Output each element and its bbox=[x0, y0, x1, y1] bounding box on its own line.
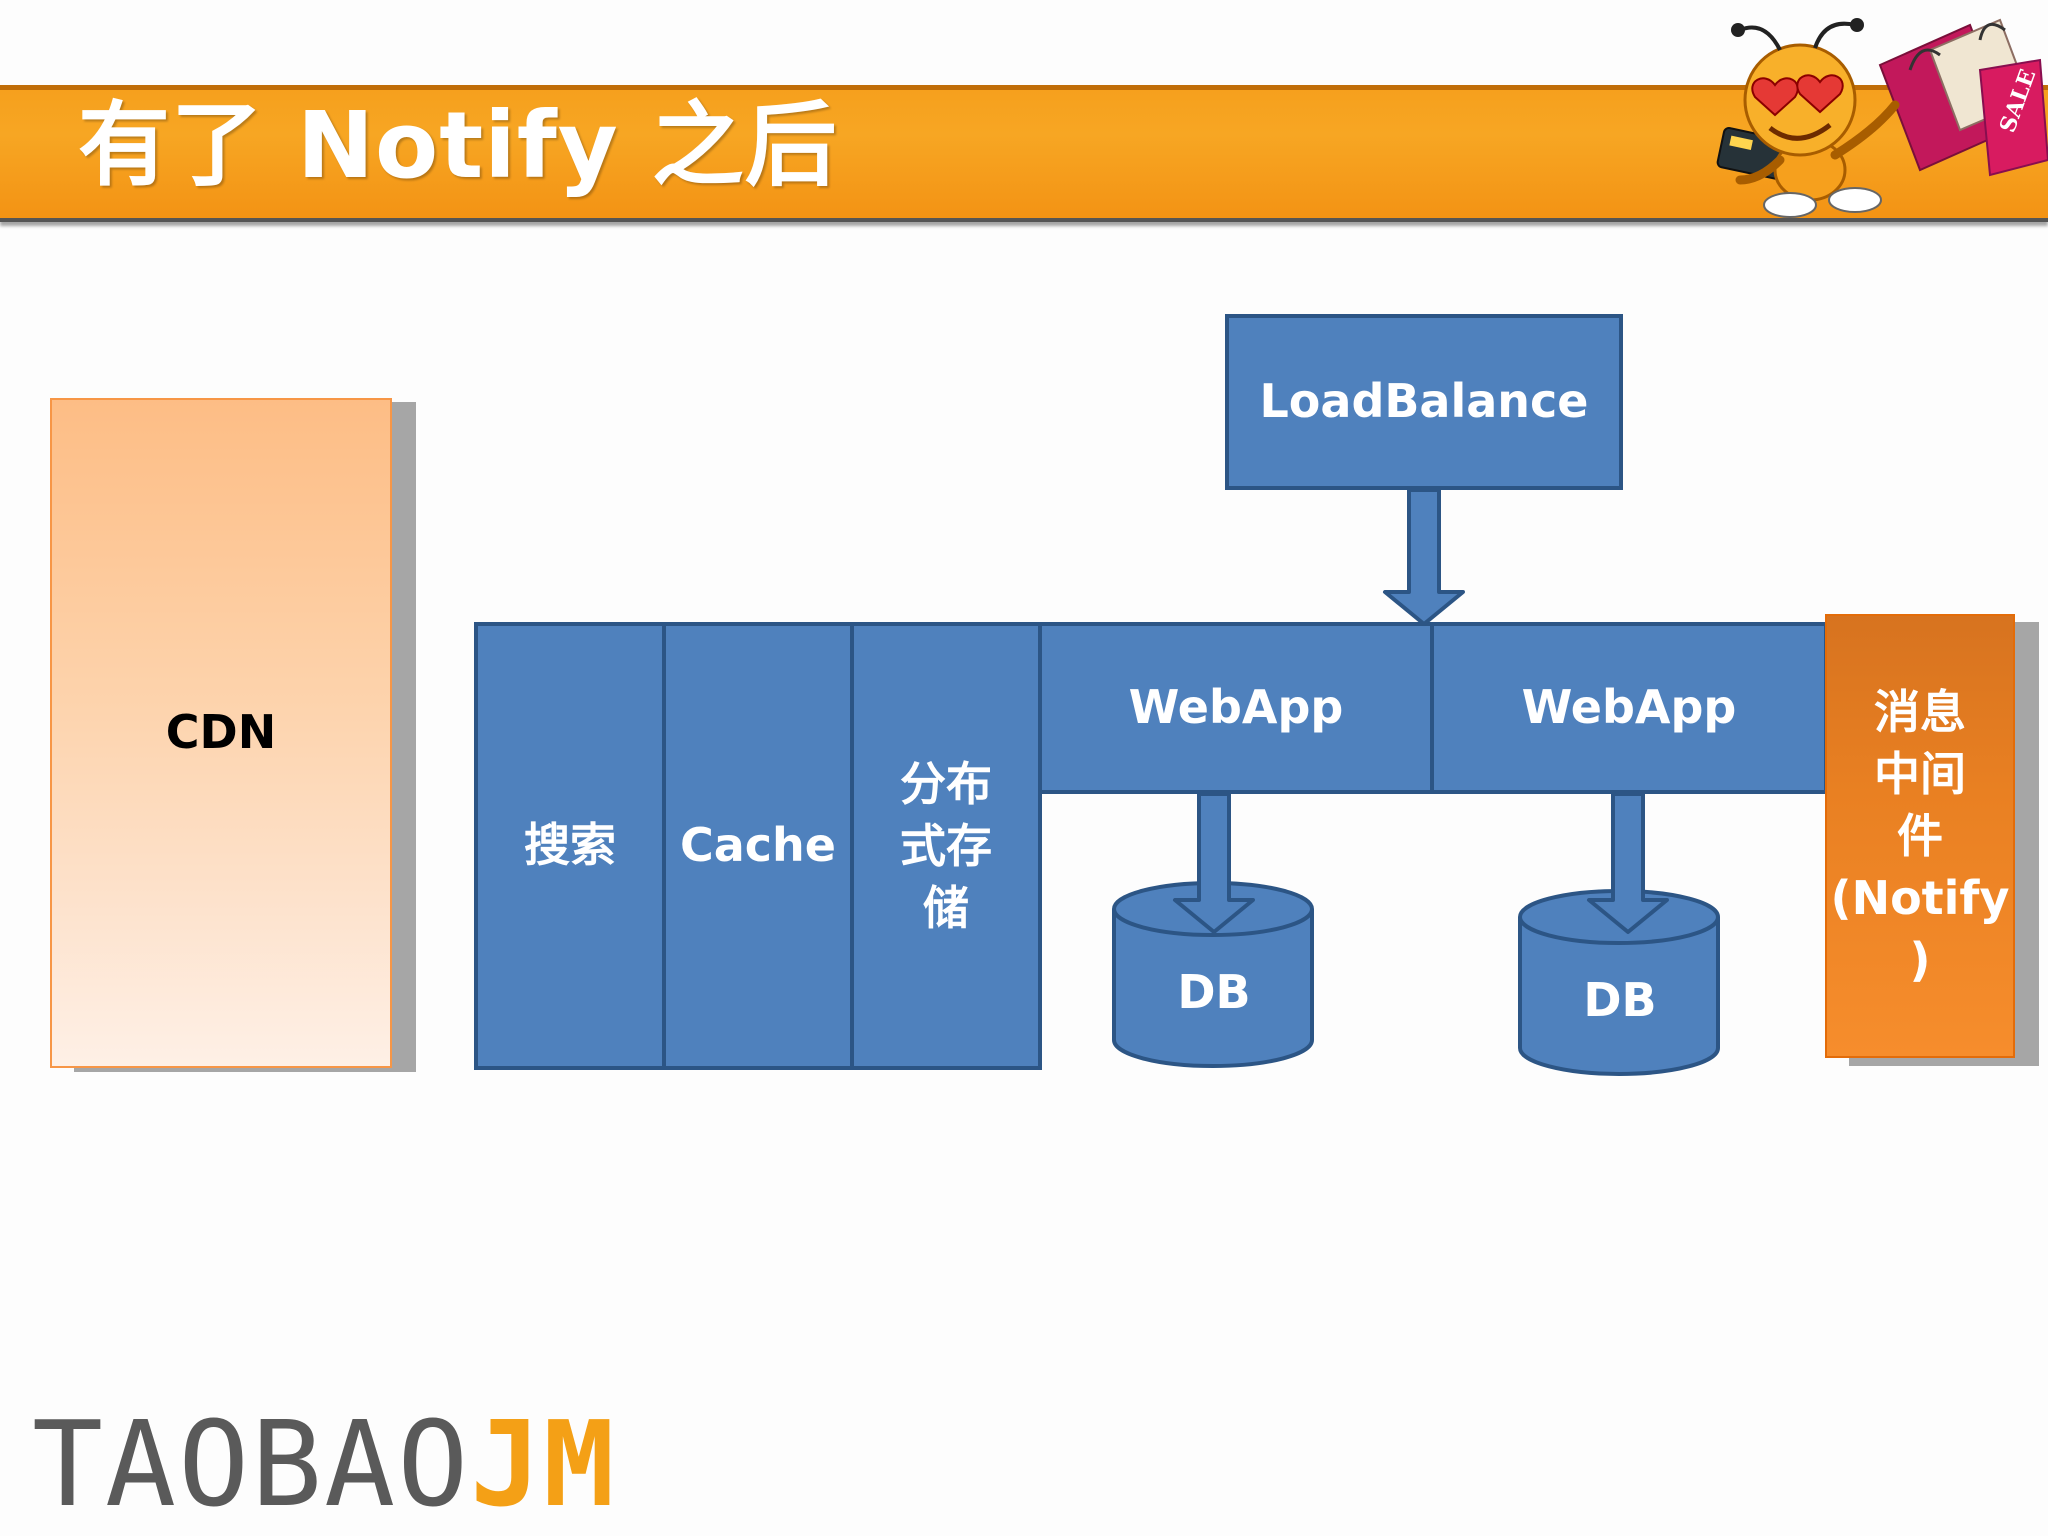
db-label-2: DB bbox=[1583, 973, 1657, 1027]
search-label: 搜索 bbox=[524, 818, 616, 873]
cache-box: Cache bbox=[662, 622, 854, 1070]
ant-character-icon bbox=[1731, 18, 1900, 218]
shopping-bags-icon: SALE bbox=[1878, 18, 2048, 177]
notify-label-line-2: 中间 bbox=[1874, 746, 1966, 801]
search-box: 搜索 bbox=[474, 622, 666, 1070]
storage-label-line-1: 分布 bbox=[900, 756, 992, 811]
logo-text-jm: JM bbox=[470, 1395, 617, 1533]
webapp2-to-db2-arrow bbox=[1587, 792, 1669, 934]
loadbalance-box: LoadBalance bbox=[1225, 314, 1623, 490]
loadbalance-label: LoadBalance bbox=[1259, 374, 1589, 429]
storage-label-line-3: 储 bbox=[923, 881, 969, 936]
title-band bbox=[0, 85, 2048, 222]
webapp-box-2: WebApp bbox=[1430, 622, 1828, 794]
notify-label-line-5: ) bbox=[1909, 933, 1931, 988]
notify-middleware-box: 消息 中间 件 (Notify ) bbox=[1825, 614, 2015, 1058]
notify-label-line-3: 件 bbox=[1897, 808, 1943, 863]
webapp-label-1: WebApp bbox=[1128, 680, 1344, 735]
webapp-label-2: WebApp bbox=[1521, 680, 1737, 735]
slide-title: 有了 Notify 之后 bbox=[78, 92, 838, 199]
cache-label: Cache bbox=[679, 818, 836, 873]
db-label-1: DB bbox=[1177, 965, 1251, 1019]
loadbalance-down-arrow bbox=[1383, 488, 1465, 626]
storage-label-line-2: 式存 bbox=[900, 818, 992, 873]
notify-label-line-1: 消息 bbox=[1874, 684, 1966, 739]
webapp1-to-db1-arrow bbox=[1173, 792, 1255, 934]
webapp-box-1: WebApp bbox=[1038, 622, 1434, 794]
cdn-box: CDN bbox=[50, 398, 392, 1068]
logo-text-taobao: TAOBAO bbox=[32, 1395, 471, 1533]
cdn-label: CDN bbox=[165, 705, 277, 760]
distributed-storage-box: 分布 式存 储 bbox=[850, 622, 1042, 1070]
ant-mascot-illustration: SALE bbox=[1716, 18, 2048, 218]
taobaojm-logo: TAOBAOJM bbox=[32, 1405, 616, 1523]
notify-label-line-4: (Notify bbox=[1830, 871, 2010, 926]
